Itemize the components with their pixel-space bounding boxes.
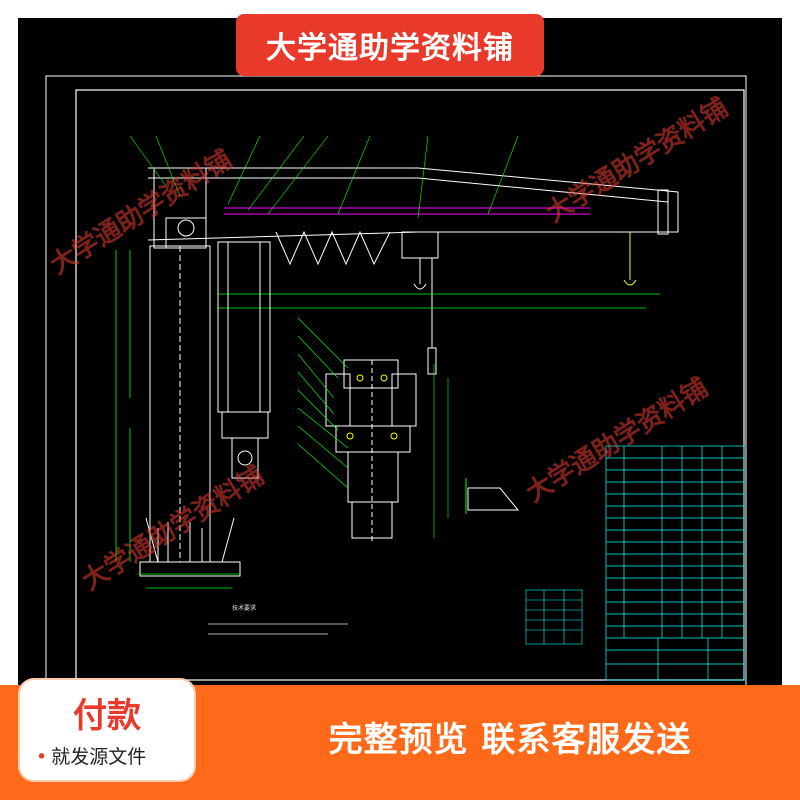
drawing-inner-border — [75, 89, 745, 681]
crane-column — [139, 245, 241, 577]
top-leader-lines — [129, 135, 519, 219]
contact-service-cta[interactable]: 完整预览 联系客服发送 — [328, 720, 692, 760]
bullet-dot-icon: • — [36, 746, 48, 768]
electric-hoist — [401, 231, 439, 375]
technical-requirements: 技术要求 — [208, 604, 348, 635]
payment-title: 付款 — [73, 696, 141, 736]
title-block — [605, 445, 745, 681]
end-hook — [623, 232, 637, 286]
column-side-view — [217, 241, 271, 479]
payment-card[interactable]: 付款 •就发源文件 — [20, 680, 194, 780]
jib-crane-drawing: 技术要求 — [45, 75, 747, 689]
weld-detail — [465, 478, 520, 514]
detail-leader-lines — [297, 317, 449, 538]
left-dimensions — [115, 250, 660, 589]
boom-support-truss — [275, 230, 391, 266]
shop-name-banner: 大学通助学资料铺 — [236, 14, 544, 76]
small-parts-table — [525, 589, 583, 645]
payment-note-text: 就发源文件 — [51, 746, 147, 768]
boom-arm — [147, 167, 679, 241]
payment-note: •就发源文件 — [36, 742, 146, 769]
cad-drawing-canvas: 技术要求 — [18, 18, 782, 782]
slewing-bearing-detail — [325, 359, 417, 542]
tech-req-title: 技术要求 — [232, 604, 256, 612]
